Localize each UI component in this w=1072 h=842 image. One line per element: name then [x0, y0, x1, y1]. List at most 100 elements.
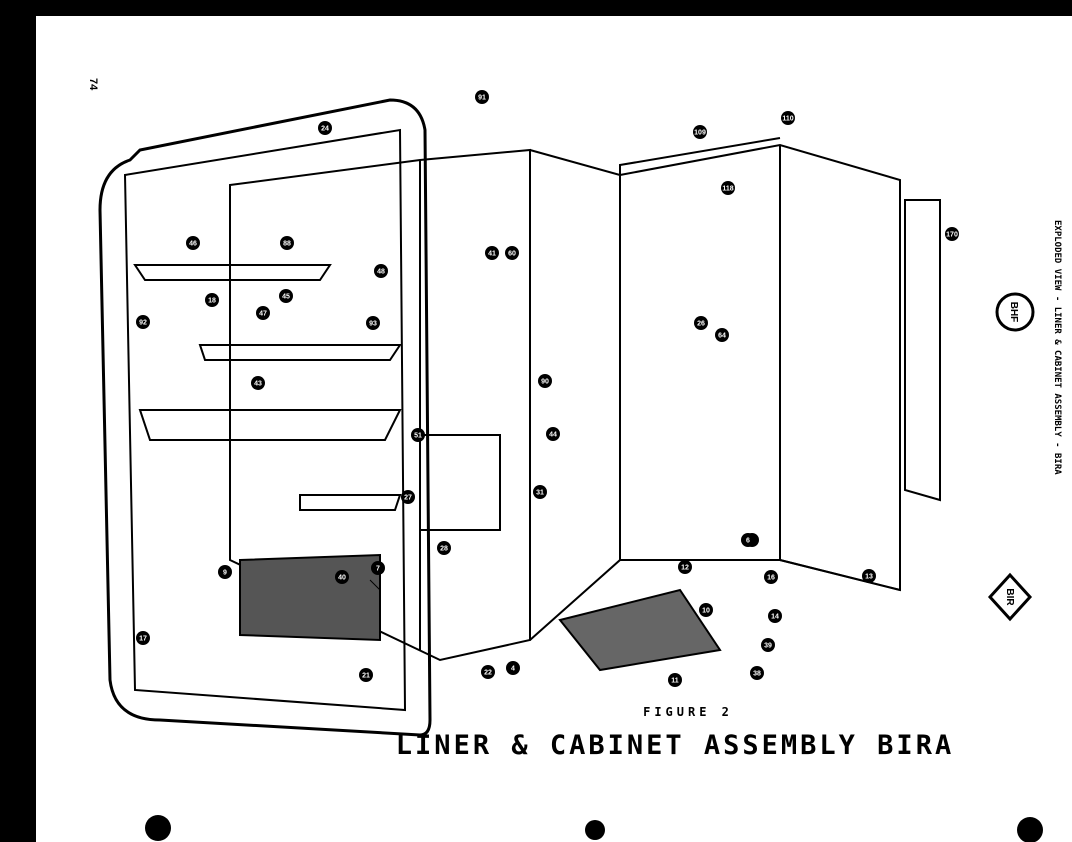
crisper-drawer: [239, 553, 381, 642]
callout-60: 60: [505, 246, 519, 260]
callout-label: 44: [549, 432, 557, 439]
callout-label: 90: [541, 379, 549, 386]
bottom-grille: [558, 588, 722, 672]
callout-label: 27: [404, 495, 412, 502]
callout-label: 14: [771, 614, 779, 621]
callout-9: 9: [218, 565, 232, 579]
callout-label: 48: [377, 269, 385, 276]
callout-92: 92: [136, 315, 150, 329]
callout-label: 92: [139, 320, 147, 327]
callout-118: 118: [721, 181, 735, 195]
callout-44: 44: [546, 427, 560, 441]
callout-label: 38: [753, 671, 761, 678]
callout-label: 93: [369, 321, 377, 328]
callout-11: 11: [668, 673, 682, 687]
page-title: LINER & CABINET ASSEMBLY BIRA: [396, 730, 954, 761]
callout-93: 93: [366, 316, 380, 330]
callout-90: 90: [538, 374, 552, 388]
callout-4: 4: [506, 661, 520, 675]
callout-label: 39: [764, 643, 772, 650]
callout-label: 46: [189, 241, 197, 248]
back-panel: [904, 199, 941, 502]
bir-badge: BIR: [987, 572, 1033, 622]
callout-label: 9: [223, 570, 227, 577]
callout-label: 21: [362, 673, 370, 680]
callout-46: 46: [186, 236, 200, 250]
callout-48: 48: [374, 264, 388, 278]
bir-badge-text: BIR: [1004, 588, 1015, 606]
callout-13: 13: [862, 569, 876, 583]
callout-12: 12: [678, 560, 692, 574]
bhf-badge: BHF: [995, 292, 1035, 332]
catalog-sheet: 9124109110181181708845464743929344319827…: [36, 16, 1072, 842]
binder-hole-center: [585, 820, 605, 840]
callout-label: 51: [414, 433, 422, 440]
callout-24: 24: [318, 121, 332, 135]
callout-10: 10: [699, 603, 713, 617]
callout-label: 12: [681, 565, 689, 572]
callout-label: 18: [208, 298, 216, 305]
callout-109: 109: [693, 125, 707, 139]
callout-38: 38: [750, 666, 764, 680]
callout-170: 170: [945, 227, 959, 241]
callout-label: 28: [440, 546, 448, 553]
callout-39: 39: [761, 638, 775, 652]
bhf-badge-text: BHF: [1008, 302, 1019, 323]
callout-41: 41: [485, 246, 499, 260]
binder-hole-right: [1017, 817, 1043, 842]
callout-110: 110: [781, 111, 795, 125]
callout-label: 60: [508, 251, 516, 258]
callout-6: 6: [741, 533, 755, 547]
page-number: 74: [87, 78, 99, 91]
callout-40: 40: [335, 570, 349, 584]
callout-label: 170: [946, 232, 958, 239]
side-text: EXPLODED VIEW - LINER & CABINET ASSEMBLY…: [1052, 220, 1062, 475]
callout-label: 31: [536, 490, 544, 497]
callout-label: 91: [478, 95, 486, 102]
callout-label: 16: [767, 575, 775, 582]
door-frame: [98, 98, 432, 737]
callout-88: 88: [280, 236, 294, 250]
callout-64: 64: [715, 328, 729, 342]
callout-7: 7: [371, 561, 385, 575]
callout-label: 118: [722, 186, 733, 193]
callout-31: 31: [533, 485, 547, 499]
callout-17: 17: [136, 631, 150, 645]
binder-hole-left: [145, 815, 171, 841]
callout-16: 16: [764, 570, 778, 584]
callout-label: 26: [697, 321, 705, 328]
callout-21: 21: [359, 668, 373, 682]
callout-47: 47: [256, 306, 270, 320]
callout-label: 4: [511, 666, 515, 673]
callout-label: 45: [282, 294, 290, 301]
callout-label: 47: [259, 311, 267, 318]
callout-label: 88: [283, 241, 291, 248]
callouts: 9124109110181181708845464743929344319827…: [136, 90, 959, 687]
callout-label: 110: [782, 116, 793, 123]
callout-27: 27: [401, 490, 415, 504]
callout-label: 24: [321, 126, 329, 133]
callout-label: 11: [671, 678, 679, 685]
callout-label: 41: [488, 251, 496, 258]
callout-label: 13: [865, 574, 873, 581]
callout-26: 26: [694, 316, 708, 330]
callout-label: 7: [376, 566, 380, 573]
callout-45: 45: [279, 289, 293, 303]
callout-label: 6: [746, 538, 750, 545]
callout-label: 43: [254, 381, 262, 388]
callout-43: 43: [251, 376, 265, 390]
callout-label: 17: [139, 636, 147, 643]
callout-18: 18: [205, 293, 219, 307]
callout-91: 91: [475, 90, 489, 104]
callout-14: 14: [768, 609, 782, 623]
callout-label: 64: [718, 333, 726, 340]
callout-label: 22: [484, 670, 492, 677]
callout-label: 10: [702, 608, 710, 615]
shelves: [133, 264, 501, 531]
callout-51: 51: [411, 428, 425, 442]
callout-label: 109: [694, 130, 706, 137]
callout-28: 28: [437, 541, 451, 555]
callout-22: 22: [481, 665, 495, 679]
figure-caption: FIGURE 2: [643, 705, 733, 719]
cabinet-body: [529, 137, 901, 641]
